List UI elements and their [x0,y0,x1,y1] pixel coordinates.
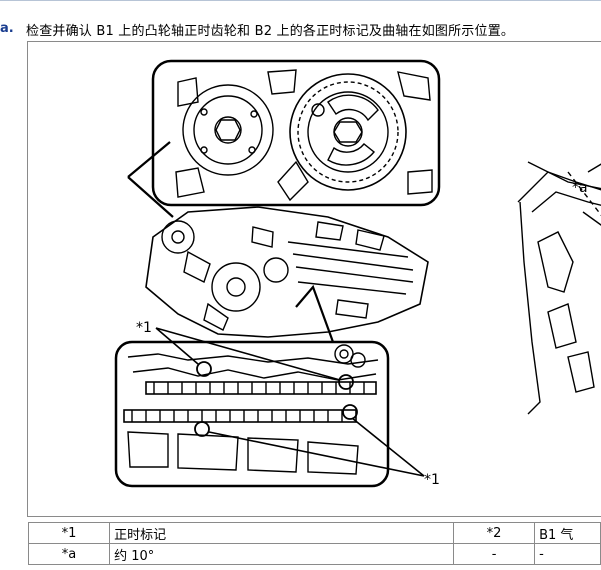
legend-table: *1 正时标记 *2 B1 气 *a 约 10° - - [27,522,601,565]
top-detail-box [151,59,441,207]
legend-code: *2 [453,522,536,544]
legend-desc: - [534,543,601,565]
legend-code: - [453,543,536,565]
legend-desc: 约 10° [109,543,455,565]
top-divider [0,0,601,1]
callout-a: *a [572,180,588,196]
bottom-detail-box [114,340,390,488]
engine-timing-figure: *1 *1 *a [27,41,601,517]
legend-row: *1 正时标记 *2 B1 气 [27,522,601,544]
legend-desc: 正时标记 [109,522,455,544]
callout-1-bottom: *1 [424,472,440,488]
legend-code: *1 [27,522,111,544]
legend-row: *a 约 10° - - [27,543,601,565]
engine-illustration: *1 *1 *a [114,59,601,488]
legend-desc: B1 气 [534,522,601,544]
instruction-text: 检查并确认 B1 上的凸轮轴正时齿轮和 B2 上的各正时标记及曲轴在如图所示位置… [26,24,515,39]
callout-1-top: *1 [136,320,152,336]
legend-code: *a [27,543,111,565]
step-letter: a. [0,21,14,36]
